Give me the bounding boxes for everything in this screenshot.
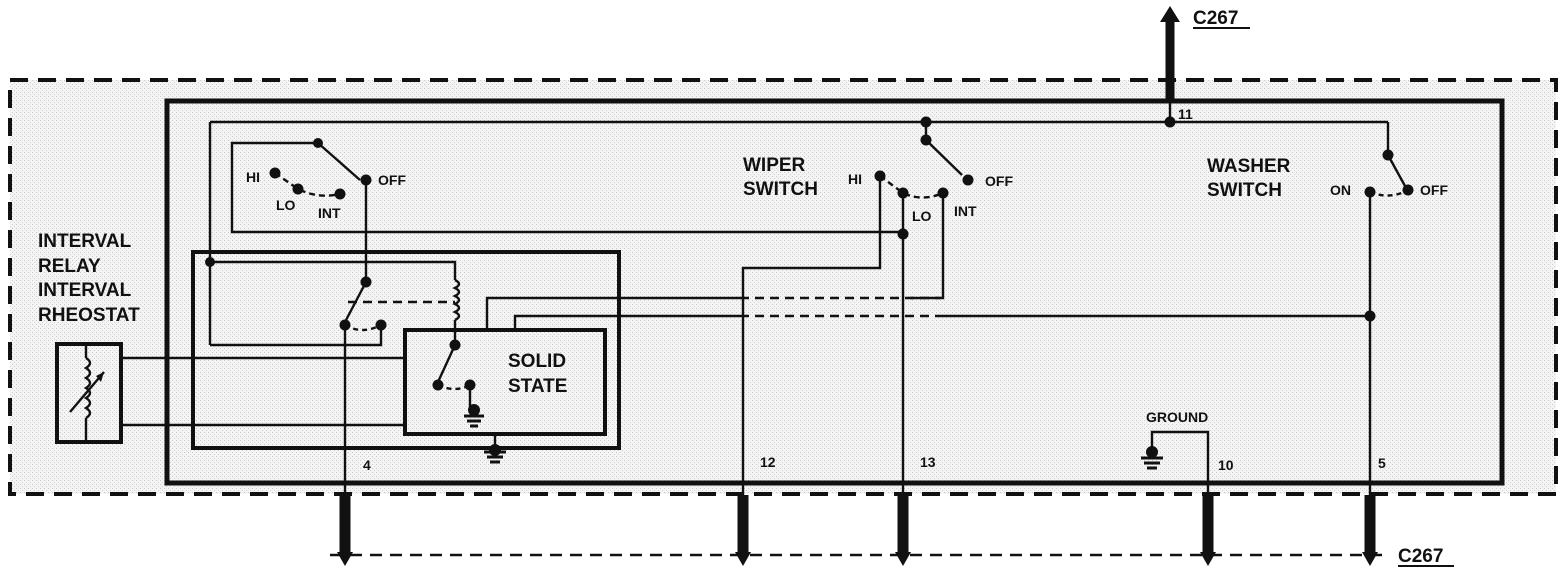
solid-label: SOLID [508,351,566,372]
interval-label-2: INTERVAL [38,280,132,301]
hi-label-left: HI [246,169,260,185]
interval-relay: 4 [191,250,621,495]
off-label-left: OFF [378,172,406,188]
interval-label-1: INTERVAL [38,231,132,252]
off-label-wiper: OFF [985,173,1013,189]
rheostat-label: RHEOSTAT [38,305,140,326]
bottom-connector: C267 [330,495,1454,567]
top-connector: C267 [1160,6,1250,100]
ground-label: GROUND [1146,409,1208,425]
pin-10-label: 10 [1218,457,1234,473]
solid-state-module: SOLID STATE [403,296,740,436]
pin-11-label: 11 [1178,106,1193,122]
relay-label: RELAY [38,256,101,277]
lo-label-left: LO [276,197,296,213]
pin-12-label: 12 [760,454,776,470]
off-label-washer: OFF [1420,182,1448,198]
rheostat: INTERVAL RELAY INTERVAL RHEOSTAT [38,231,405,444]
lo-label-wiper: LO [912,208,932,224]
switch-assembly-box [164,98,1505,486]
on-label: ON [1330,182,1351,198]
wiper-switch: WIPER SWITCH HI LO INT OFF 12 13 [741,116,1013,495]
bottom-connector-label: C267 [1398,546,1443,567]
pin-13-label: 13 [920,454,936,470]
crossing-wires [740,296,1376,322]
top-connector-label: C267 [1193,8,1238,29]
state-label: STATE [508,376,567,397]
top-bus-wire: 11 [205,100,1388,345]
washer-switch: WASHER SWITCH ON OFF 5 [1207,122,1448,495]
wiper-label: WIPER [743,155,806,176]
washer-switch-label: SWITCH [1207,180,1282,201]
pin-4-label: 4 [363,457,371,473]
int-label-wiper: INT [954,203,977,219]
int-label-left: INT [318,205,341,221]
hi-label-wiper: HI [848,171,862,187]
wiper-switch-label: SWITCH [743,179,818,200]
interval-mode-switch: HI LO INT OFF [230,138,905,282]
pin-5-label: 5 [1378,455,1386,471]
washer-label: WASHER [1207,156,1291,177]
ground: GROUND 10 [1141,409,1234,495]
